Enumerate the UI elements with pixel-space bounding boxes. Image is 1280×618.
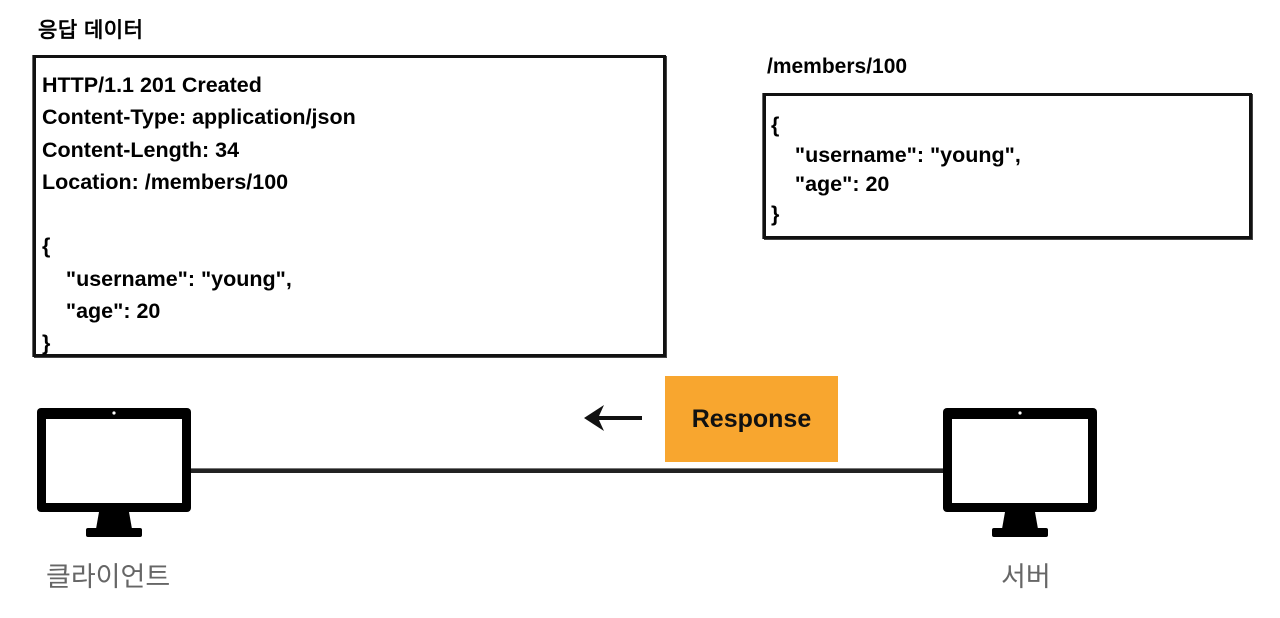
resource-open-brace: {: [771, 113, 780, 137]
body-username-line: "username": "young",: [42, 266, 292, 291]
body-age-line: "age": 20: [42, 299, 161, 324]
response-tag: Response: [665, 376, 838, 462]
location-header-value: /members/100: [144, 169, 289, 194]
connection-line: [190, 468, 945, 473]
location-header: Location: /members/100: [42, 166, 663, 198]
body-close-brace: }: [42, 331, 51, 356]
content-length-header: Content-Length: 34: [42, 137, 240, 162]
blank-line: [42, 198, 663, 230]
section-title: 응답 데이터: [38, 19, 144, 42]
server-monitor-icon: [943, 408, 1097, 537]
content-type-header: Content-Type: application/json: [42, 105, 356, 130]
location-header-key: Location:: [42, 169, 145, 194]
created-resource-box: { "username": "young", "age": 20 }: [763, 93, 1252, 239]
server-label: 서버: [1001, 562, 1051, 593]
arrow-left-icon: [584, 405, 642, 431]
client-label: 클라이언트: [46, 562, 171, 593]
http-response-box: HTTP/1.1 201 Created Content-Type: appli…: [33, 55, 666, 357]
response-tag-label: Response: [691, 404, 812, 433]
body-open-brace: {: [42, 234, 51, 259]
resource-path-title: /members/100: [767, 55, 908, 78]
client-monitor-icon: [37, 408, 191, 537]
resource-age-line: "age": 20: [771, 172, 890, 196]
status-line: HTTP/1.1 201 Created: [42, 73, 262, 97]
resource-username-line: "username": "young",: [771, 142, 1021, 167]
resource-close-brace: }: [771, 201, 780, 226]
